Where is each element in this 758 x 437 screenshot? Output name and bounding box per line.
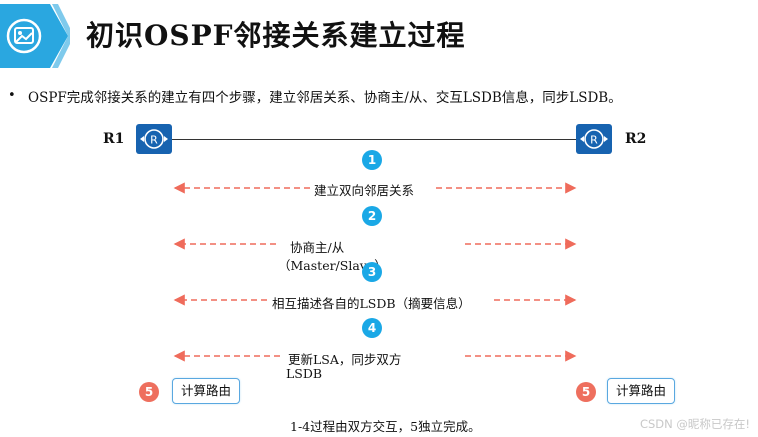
step-1-text: 建立双向邻居关系 <box>314 180 415 199</box>
step-2-badge: 2 <box>362 206 382 226</box>
link-line <box>172 139 576 140</box>
watermark: CSDN @昵称已存在! <box>639 417 750 431</box>
step-4-badge: 4 <box>362 318 382 338</box>
router-label-r1: R1 <box>103 131 125 147</box>
step-3-text: 相互描述各自的LSDB（摘要信息） <box>272 293 471 312</box>
bullet-marker: • <box>8 88 16 103</box>
step-1-badge: 1 <box>362 150 382 170</box>
router-icon: R <box>576 124 612 154</box>
intro-text: OSPF完成邻接关系的建立有四个步骤，建立邻居关系、协商主/从、交互LSDB信息… <box>28 90 622 106</box>
compute-route-left: 计算路由 <box>172 378 241 404</box>
page-title: 初识OSPF邻接关系建立过程 <box>86 19 466 52</box>
step-5-badge-left: 5 <box>139 382 159 402</box>
router-icon: R <box>136 124 172 154</box>
image-icon <box>6 18 42 54</box>
router-label-r2: R2 <box>625 131 647 147</box>
step-4-text-line2: LSDB <box>286 366 323 381</box>
step-4-text-line1: 更新LSA，同步双方 <box>288 349 402 368</box>
compute-route-right: 计算路由 <box>607 378 676 404</box>
step-2-text-line1: 协商主/从 <box>290 237 345 256</box>
svg-text:R: R <box>590 134 598 147</box>
footer-note: 1-4过程由双方交互，5独立完成。 <box>290 419 481 434</box>
step-3-badge: 3 <box>362 262 382 282</box>
header-logo <box>0 4 70 68</box>
step-5-badge-right: 5 <box>576 382 596 402</box>
step-2-text-line2: （Master/Slave） <box>278 258 387 273</box>
svg-text:R: R <box>150 134 158 147</box>
